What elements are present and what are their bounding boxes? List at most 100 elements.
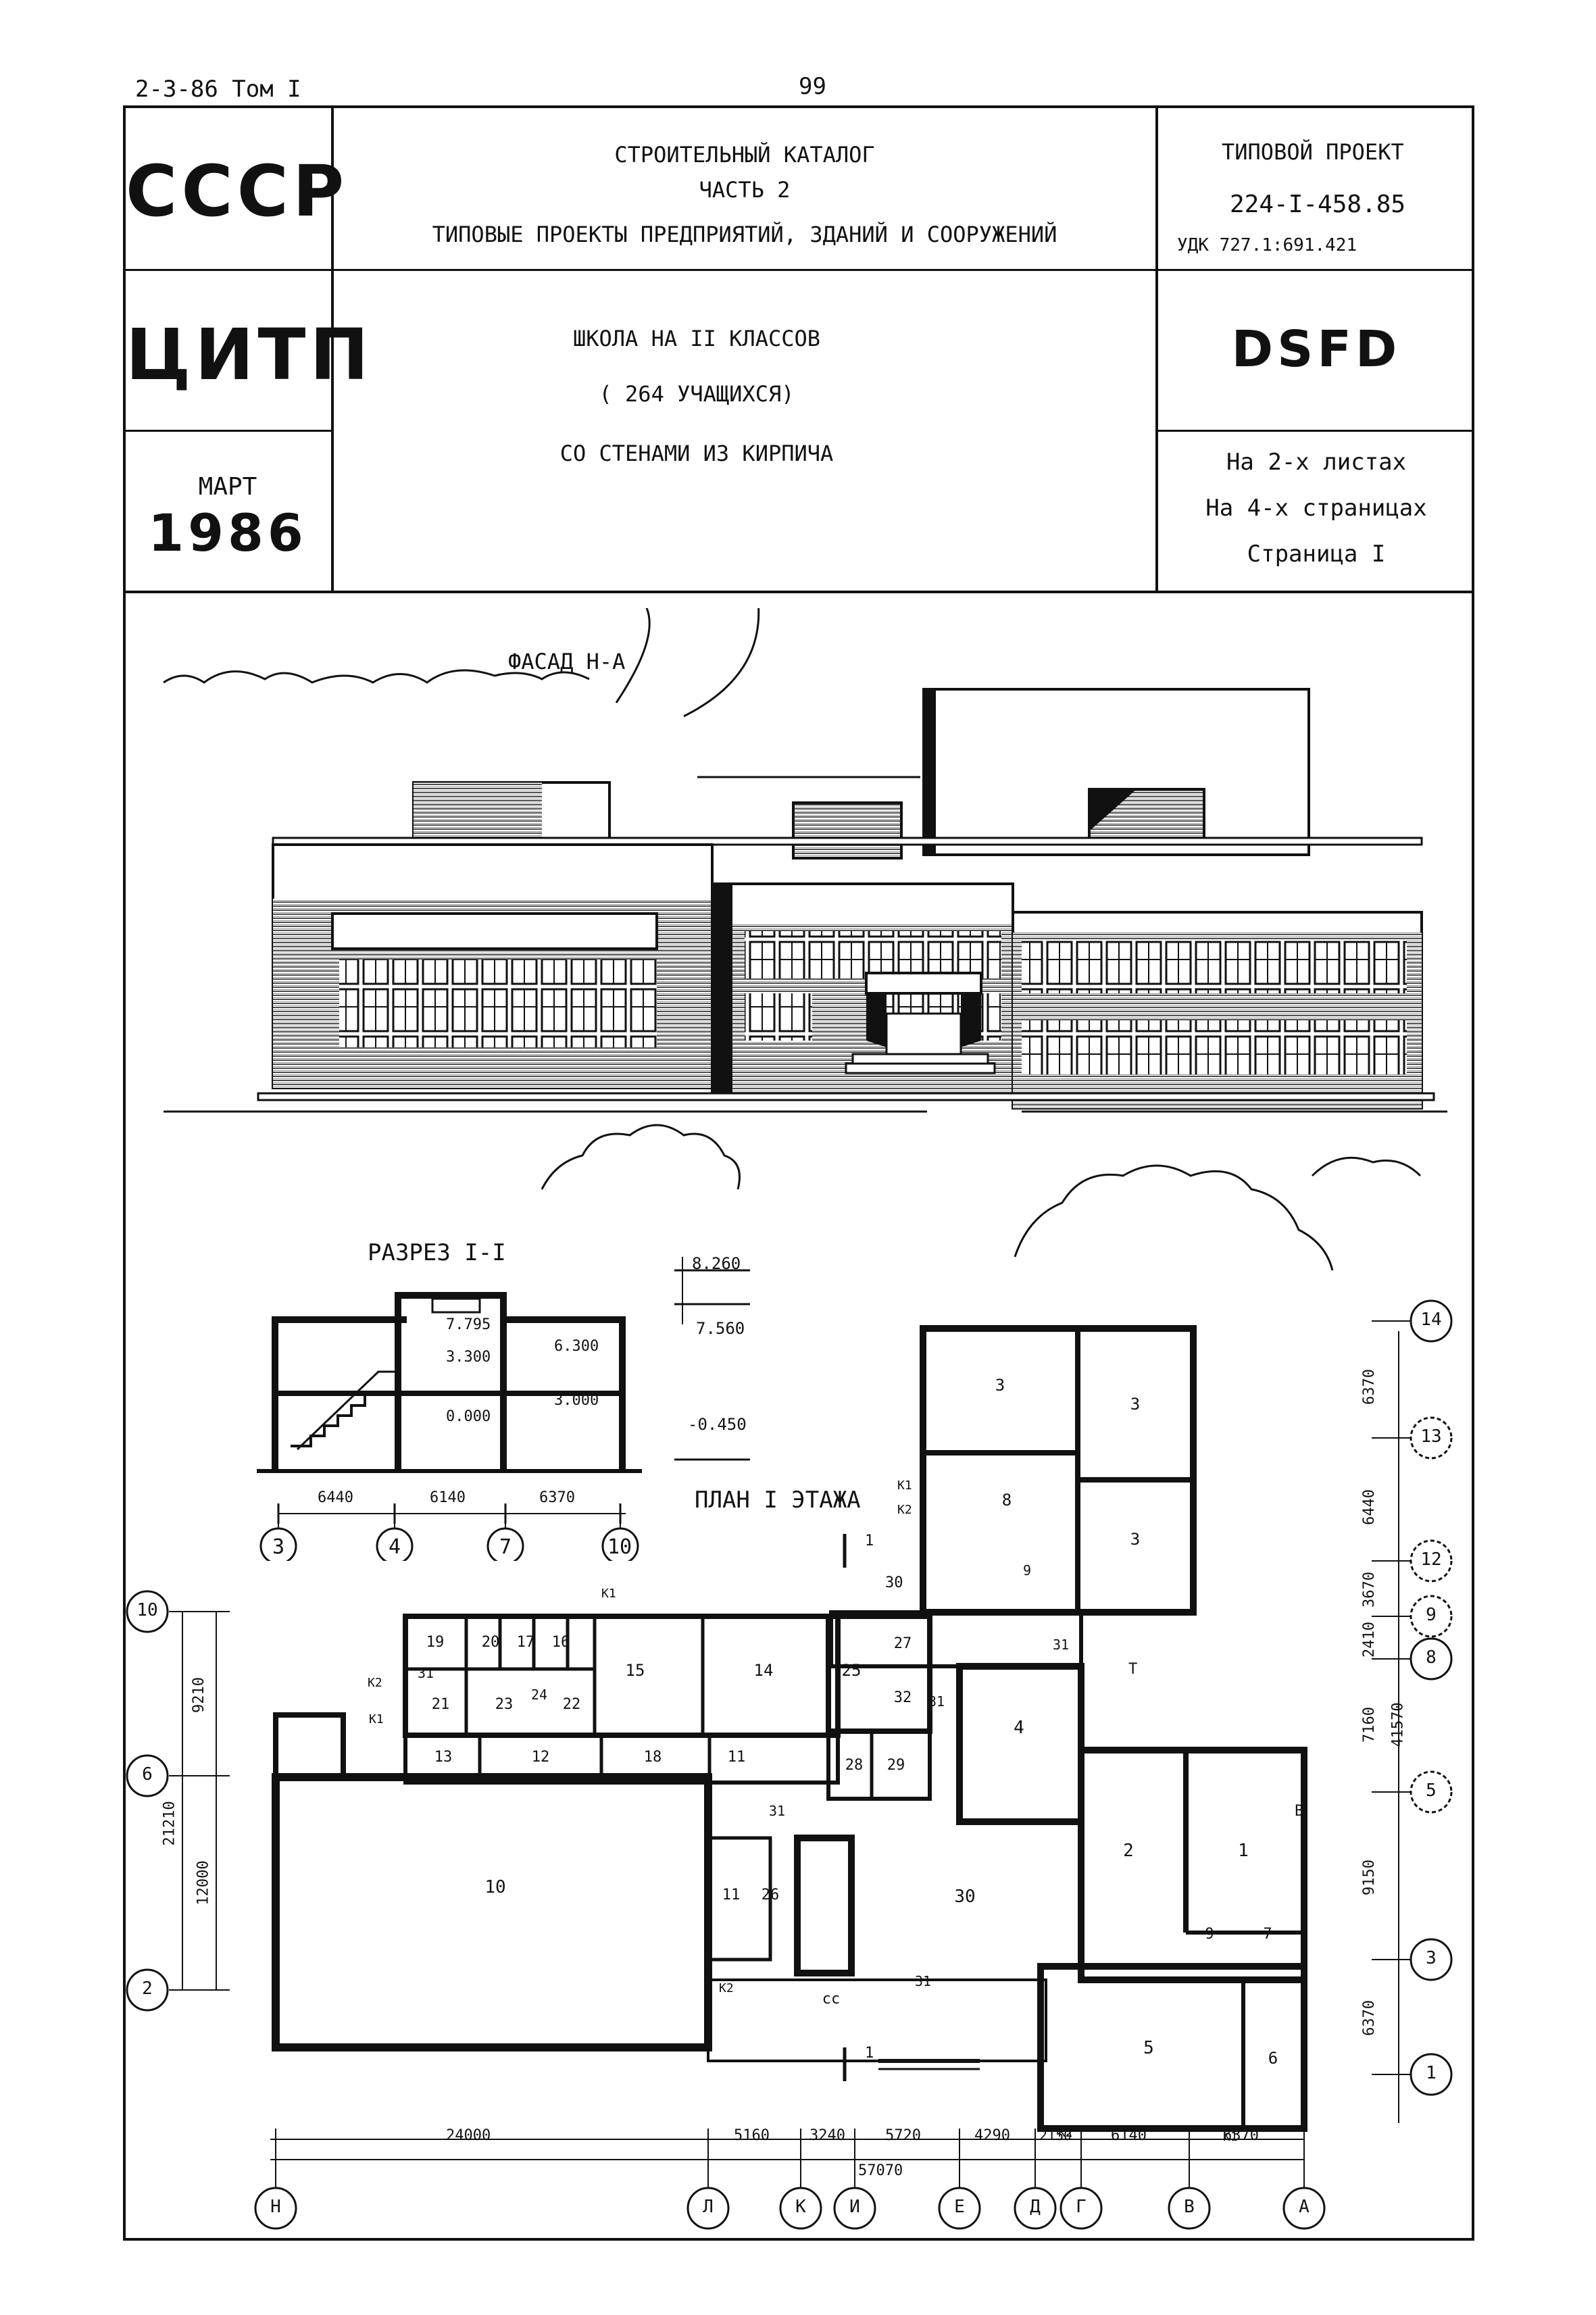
dimension-label: 5160 — [734, 2127, 770, 2144]
dimension-label: 6370 — [1223, 2127, 1259, 2144]
header-bottom-rule — [123, 591, 1474, 593]
dimension-label: 6370 — [1360, 2000, 1378, 2036]
org-ussr: СССР — [126, 150, 349, 232]
catalog-subtitle: ТИПОВЫЕ ПРОЕКТЫ ПРЕДПРИЯТИЙ, ЗДАНИЙ И СО… — [432, 222, 1057, 247]
dimension-total: 57070 — [858, 2162, 903, 2179]
axis-label: Н — [270, 2197, 281, 2217]
dimension-label: 6440 — [1360, 1489, 1378, 1525]
dimension-label: 12000 — [195, 1860, 212, 1906]
room-label: 31 — [1052, 1637, 1070, 1653]
dimension-label: 21210 — [161, 1801, 178, 1846]
room-label: 25 — [841, 1661, 862, 1680]
document-reference: 2-3-86 Том I — [135, 76, 301, 103]
section-level: 8.260 — [692, 1254, 741, 1273]
axis-label: А — [1299, 2197, 1310, 2217]
project-type-number: 224-I-458.85 — [1230, 191, 1406, 218]
header-vrule-right — [1155, 105, 1158, 592]
header-hrule-left-2 — [123, 430, 332, 432]
issue-month: МАРТ — [198, 473, 257, 501]
org-citp: ЦИТП — [126, 314, 373, 396]
room-label: 11 — [722, 1887, 741, 1903]
room-label: 3 — [1122, 1528, 1149, 1529]
udk-code: УДК 727.1:691.421 — [1177, 235, 1357, 255]
axis-label: 12 — [1420, 1549, 1442, 1570]
axis-label: В — [1184, 2197, 1195, 2217]
plan-mark: K1 — [897, 1478, 912, 1493]
project-capacity: ( 264 УЧАЩИХСЯ) — [599, 381, 795, 407]
plan-mark: 30 — [885, 1574, 903, 1591]
room-label: 28 — [845, 1757, 864, 1774]
axis-label: Е — [954, 2197, 965, 2217]
room-label: 14 — [753, 1661, 774, 1680]
room-label: 6 — [1268, 2049, 1278, 2068]
dimension-label: 2410 — [1360, 1622, 1378, 1658]
room-label: 32 — [893, 1689, 912, 1706]
dimension-label: 6370 — [1360, 1369, 1378, 1405]
room-label: 29 — [887, 1757, 905, 1774]
room-label: 19 — [426, 1634, 445, 1651]
section-dimension: 6370 — [539, 1489, 575, 1506]
axis-label: 3 — [1426, 1948, 1437, 1968]
section-level: 0.000 — [446, 1408, 491, 1425]
floor-plan-drawing — [126, 1299, 1453, 2230]
doc-code: DSFD — [1231, 320, 1401, 378]
project-material: СО СТЕНАМИ ИЗ КИРПИЧА — [559, 441, 834, 466]
header-hrule-1 — [123, 269, 1474, 271]
section-axis: 10 — [607, 1535, 632, 1559]
room-label: 10 — [484, 1877, 506, 1897]
section-level: 3.000 — [554, 1392, 599, 1409]
project-title: ШКОЛА НА II КЛАССОВ — [572, 326, 821, 351]
plan-mark: 1 — [865, 2045, 874, 2062]
room-label: 16 — [551, 1634, 570, 1651]
section-axis: 3 — [272, 1535, 285, 1559]
room-label: 1 — [1238, 1841, 1249, 1861]
room-label: 9 — [1205, 1926, 1214, 1943]
dimension-label: 3240 — [809, 2127, 845, 2144]
section-drawing — [257, 1257, 750, 1561]
section-level: 7.795 — [446, 1316, 491, 1333]
catalog-title: СТРОИТЕЛЬНЫЙ КАТАЛОГ — [614, 142, 875, 168]
room-label: 4 — [1014, 1718, 1024, 1738]
section-level: 3.300 — [446, 1349, 491, 1366]
plan-mark: 1 — [865, 1533, 874, 1549]
plan-mark: K1 — [369, 1712, 384, 1726]
room-label: 8 — [1001, 1491, 1012, 1510]
dimension-label: 3670 — [1360, 1572, 1378, 1608]
axis-label: Л — [703, 2197, 714, 2217]
room-label: 20 — [481, 1634, 500, 1651]
axis-label: Д — [1030, 2197, 1041, 2217]
room-label: 22 — [562, 1696, 581, 1713]
room-label: 7 — [1263, 1926, 1272, 1943]
room-label: 18 — [643, 1749, 662, 1766]
room-label: 13 — [434, 1749, 453, 1766]
axis-label: 5 — [1426, 1781, 1437, 1801]
room-label: cc — [822, 1991, 841, 2008]
room-label: 31 — [928, 1693, 945, 1710]
room-label: 3 — [995, 1376, 1005, 1395]
dimension-label: 24000 — [446, 2127, 491, 2144]
plan-mark: B — [1295, 1803, 1304, 1820]
section-level: -0.450 — [688, 1415, 747, 1434]
axis-label: 13 — [1420, 1426, 1442, 1447]
plan-title: ПЛАН I ЭТАЖА — [695, 1487, 861, 1514]
axis-label: Г — [1076, 2197, 1087, 2217]
axis-label: 10 — [136, 1600, 158, 1620]
room-label: 11 — [727, 1749, 746, 1766]
facade-drawing — [163, 608, 1447, 1270]
dimension-label: 6140 — [1111, 2127, 1147, 2144]
header-vrule-left — [331, 105, 334, 592]
room-label: 23 — [495, 1696, 514, 1713]
room-label: 3 — [1130, 1530, 1141, 1549]
section-level: 7.560 — [696, 1319, 745, 1338]
room-label: 2 — [1123, 1841, 1134, 1861]
section-title: РАЗРЕЗ I-I — [368, 1239, 506, 1266]
room-label: 3 — [1130, 1395, 1141, 1414]
axis-label: 1 — [1426, 2063, 1437, 2083]
project-type-label: ТИПОВОЙ ПРОЕКТ — [1222, 139, 1404, 165]
room-label: 5 — [1143, 2038, 1154, 2058]
section-level: 6.300 — [554, 1338, 599, 1355]
axis-label: 9 — [1426, 1605, 1437, 1625]
plan-mark: K2 — [719, 1981, 734, 1995]
header-hrule-right-2 — [1155, 430, 1474, 432]
dimension-label: 2150 — [1039, 2127, 1072, 2143]
